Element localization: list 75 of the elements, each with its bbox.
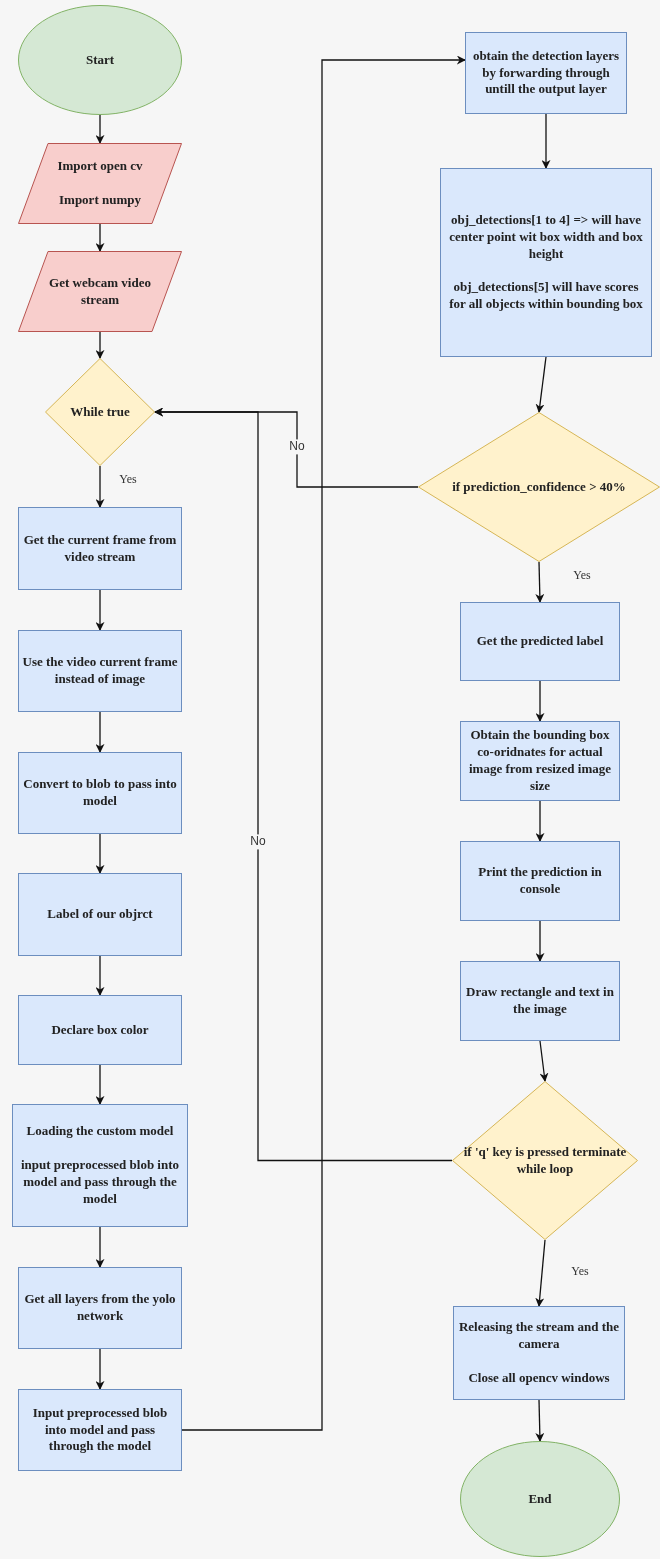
node-text: input preprocessed blob into model and pass through the model xyxy=(19,1157,181,1208)
arrow xyxy=(535,1399,545,1442)
arrow xyxy=(535,356,547,413)
process-box xyxy=(18,507,182,590)
node-text: Input preprocessed blob into model and pass through the model xyxy=(31,1404,169,1456)
arrow xyxy=(535,680,545,722)
node-text: Print the prediction in console xyxy=(477,864,603,898)
node-text: obj_detections[1 to 4] => will have center point wit box width and box height xyxy=(448,211,644,263)
edge-label: No xyxy=(250,834,266,850)
edge-label: No xyxy=(289,439,305,455)
arrow xyxy=(154,407,453,1162)
edge-label: Yes xyxy=(571,1264,589,1280)
arrow xyxy=(95,1064,105,1105)
node-text: if prediction_confidence > 40% xyxy=(452,478,626,496)
arrow xyxy=(541,113,551,169)
arrow xyxy=(95,465,105,508)
node-text: if 'q' key is pressed terminate while loop xyxy=(462,1143,628,1178)
node-text: Close all opencv windows xyxy=(468,1369,610,1387)
node-text: Get the current frame from video stream xyxy=(22,531,178,566)
node-text: While true xyxy=(70,403,130,421)
process-box xyxy=(18,752,182,834)
node-text: Obtain the bounding box co-oridnates for actual image from resized image size xyxy=(467,727,613,795)
arrow xyxy=(95,331,105,359)
node-text: obj_detections[5] will have scores for all objects within bounding box xyxy=(448,279,644,314)
arrow xyxy=(95,114,105,144)
arrow xyxy=(95,223,105,252)
process-box xyxy=(12,1104,188,1227)
process-box xyxy=(18,873,182,956)
edge-label: Yes xyxy=(119,472,137,488)
process-box xyxy=(18,1267,182,1349)
arrow xyxy=(95,1348,105,1390)
edge-label: Yes xyxy=(573,568,591,584)
node-text: Use the video current frame instead of image xyxy=(22,654,178,688)
node-text: Import numpy xyxy=(59,192,141,209)
decision-diamond xyxy=(418,412,660,562)
process-box xyxy=(18,995,182,1065)
arrow xyxy=(535,920,545,962)
process-box xyxy=(465,32,627,114)
node-text: Label of our objrct xyxy=(47,906,153,923)
arrow xyxy=(95,1226,105,1268)
input-parallelogram xyxy=(18,251,182,332)
process-box xyxy=(460,602,620,681)
arrow xyxy=(535,800,545,842)
node-text: Get webcam video stream xyxy=(48,274,152,309)
process-box xyxy=(460,961,620,1041)
arrow xyxy=(95,833,105,874)
process-box xyxy=(453,1306,625,1400)
arrow xyxy=(535,561,545,603)
process-box xyxy=(440,168,652,357)
input-parallelogram xyxy=(18,143,182,224)
node-text: Draw rectangle and text in the image xyxy=(465,984,615,1018)
arrow xyxy=(539,1040,549,1082)
decision-diamond xyxy=(452,1081,638,1240)
arrow xyxy=(95,955,105,996)
arrow xyxy=(181,55,466,1431)
node-text: Declare box color xyxy=(51,1021,149,1039)
process-box xyxy=(18,630,182,712)
terminal-ellipse xyxy=(18,5,182,115)
node-text: Releasing the stream and the camera xyxy=(457,1319,621,1353)
arrow xyxy=(535,1239,546,1307)
arrow xyxy=(95,711,105,753)
node-text: Convert to blob to pass into model xyxy=(22,776,178,810)
node-text: obtain the detection layers by forwarding through untill the output layer xyxy=(471,47,621,99)
node-text: Start xyxy=(85,51,115,69)
decision-diamond xyxy=(45,358,155,466)
node-text: End xyxy=(528,1490,552,1508)
process-box xyxy=(460,721,620,801)
node-text: Get the predicted label xyxy=(476,633,604,650)
process-box xyxy=(18,1389,182,1471)
node-text: Import open cv xyxy=(57,158,143,175)
terminal-ellipse xyxy=(460,1441,620,1557)
arrow xyxy=(95,589,105,631)
node-text: Loading the custom model xyxy=(26,1123,174,1141)
process-box xyxy=(460,841,620,921)
node-text: Get all layers from the yolo network xyxy=(23,1291,177,1325)
